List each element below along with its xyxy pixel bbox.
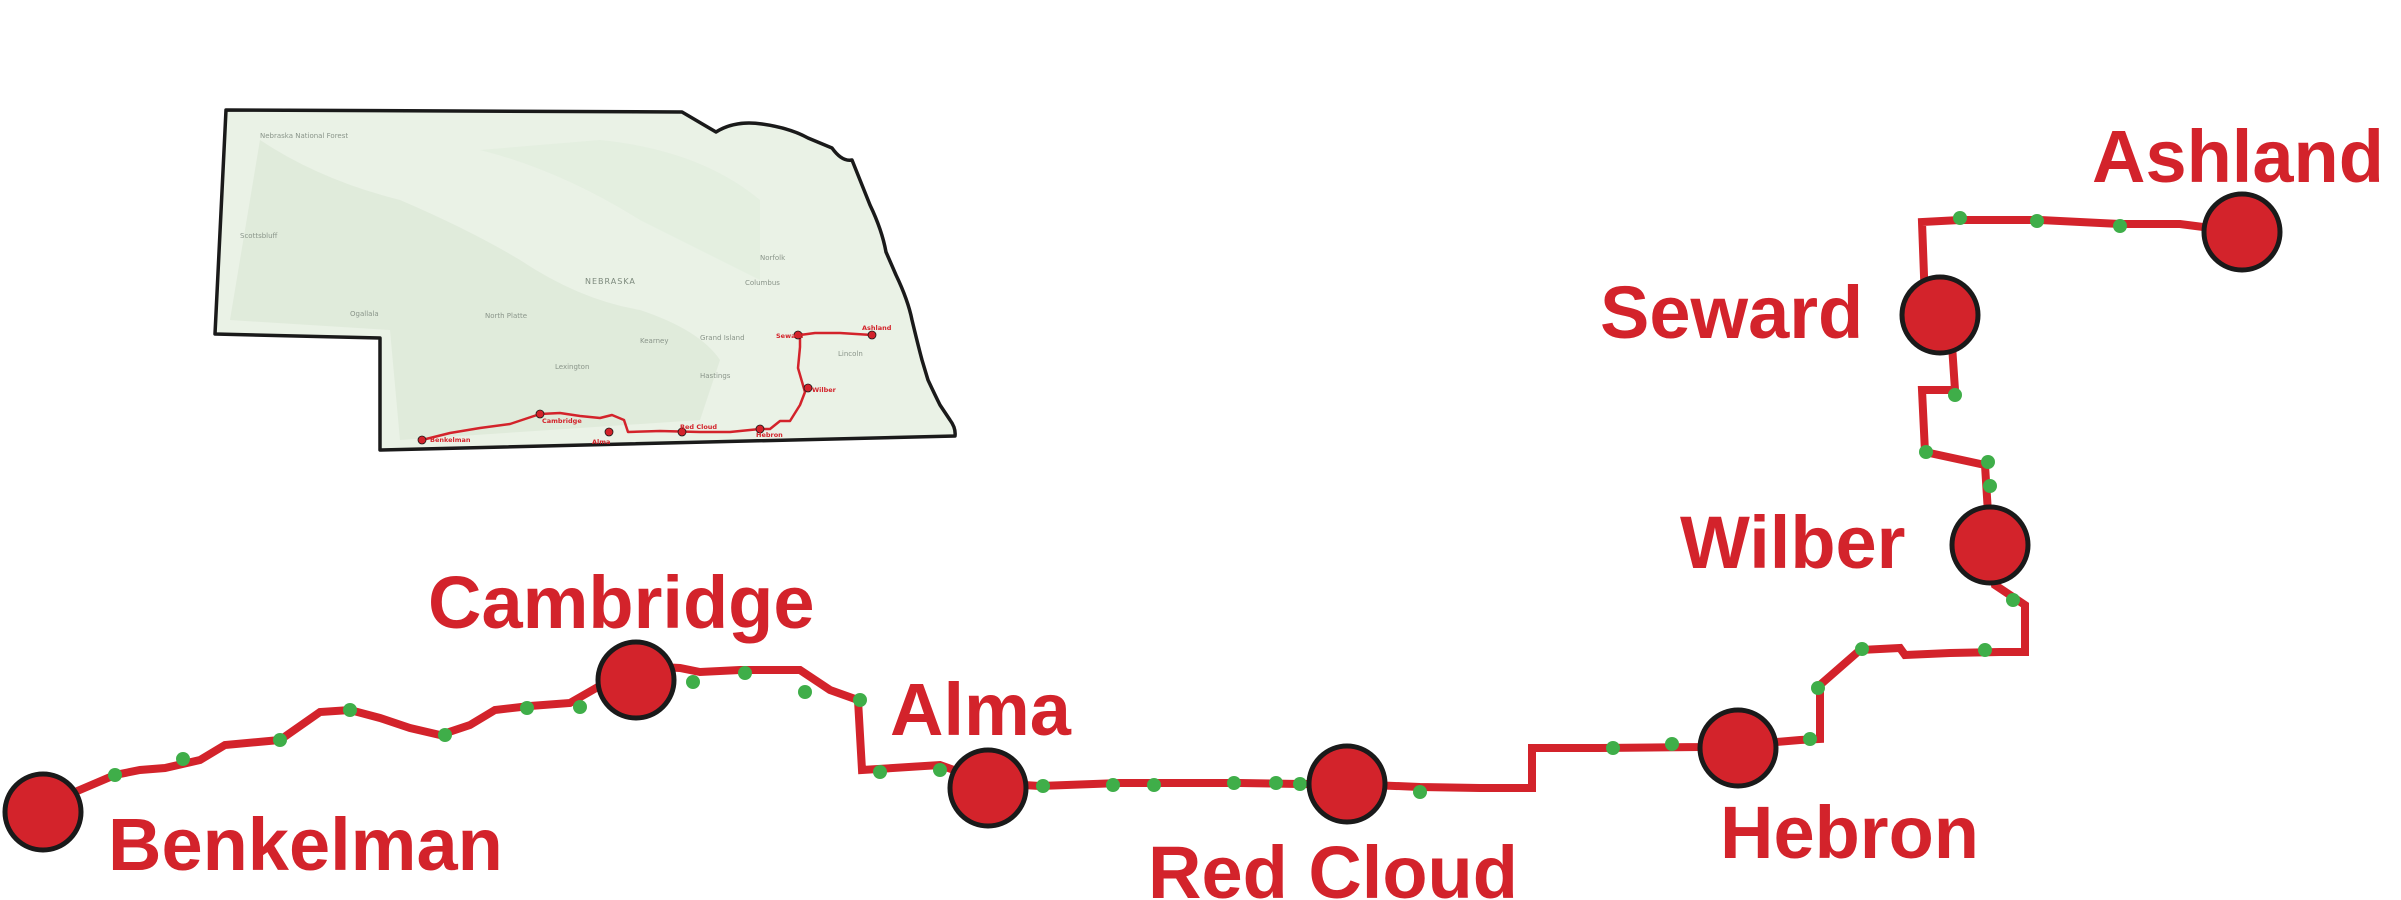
main-stop-dot	[273, 733, 287, 747]
main-stop-dot	[2113, 219, 2127, 233]
inset-city-label-cambridge: Cambridge	[542, 417, 582, 425]
main-stop-dot	[1269, 776, 1283, 790]
main-stop-dot	[1106, 778, 1120, 792]
inset-city-marker-hebron	[755, 424, 765, 434]
main-stop-dot	[438, 728, 452, 742]
main-stop-dot	[1978, 643, 1992, 657]
inset-city-marker-benkelman	[417, 435, 427, 445]
city-label-seward: Seward	[1600, 271, 1863, 354]
main-stop-dot	[1606, 741, 1620, 755]
inset-place-grand-island: Grand Island	[700, 334, 745, 342]
main-stop-dot	[1147, 778, 1161, 792]
main-stop-dot	[798, 685, 812, 699]
main-stop-dot	[2030, 214, 2044, 228]
inset-place-hastings: Hastings	[700, 372, 731, 380]
inset-city-label-ashland: Ashland	[862, 324, 892, 332]
inset-city-label-seward: Seward	[776, 332, 804, 340]
inset-city-marker-seward	[793, 330, 803, 340]
inset-place-columbus: Columbus	[745, 279, 780, 287]
main-stop-dot	[1227, 776, 1241, 790]
city-label-cambridge: Cambridge	[428, 561, 815, 644]
inset-city-label-hebron: Hebron	[756, 431, 783, 439]
city-marker-alma	[947, 747, 1029, 829]
inset-place-lexington: Lexington	[555, 363, 589, 371]
main-stop-dot	[1919, 445, 1933, 459]
city-marker-cambridge	[595, 639, 677, 721]
main-stop-dot	[573, 700, 587, 714]
main-stop-dot	[1803, 732, 1817, 746]
inset-route-stops	[417, 330, 877, 445]
inset-city-marker-red-cloud	[677, 427, 687, 437]
city-marker-wilber	[1949, 504, 2031, 586]
main-city-markers	[2, 191, 2283, 853]
main-stop-dot	[343, 703, 357, 717]
main-stop-dot	[933, 763, 947, 777]
inset-place-kearney: Kearney	[640, 337, 668, 345]
inset-place-norfolk: Norfolk	[760, 254, 786, 262]
main-stop-dot	[2006, 593, 2020, 607]
main-stop-dot	[1665, 737, 1679, 751]
inset-place-north-platte: North Platte	[485, 312, 527, 320]
inset-state-label: NEBRASKA	[585, 277, 636, 286]
city-marker-hebron	[1697, 707, 1779, 789]
city-marker-red-cloud	[1306, 743, 1388, 825]
inset-city-label-wilber: Wilber	[812, 386, 837, 394]
main-stop-dot	[1855, 642, 1869, 656]
main-stop-dot	[176, 752, 190, 766]
main-route-stops	[108, 211, 2127, 799]
main-stop-dot	[1953, 211, 1967, 225]
main-stop-dot	[1983, 479, 1997, 493]
inset-city-marker-cambridge	[535, 409, 545, 419]
city-marker-benkelman	[2, 771, 84, 853]
city-label-wilber: Wilber	[1680, 501, 1905, 584]
terrain-shading-2	[480, 140, 760, 280]
inset-city-marker-alma	[604, 427, 614, 437]
city-label-alma: Alma	[890, 668, 1072, 751]
inset-place-scottsbluff: Scottsbluff	[240, 232, 278, 240]
terrain-shading	[230, 140, 720, 440]
city-marker-seward	[1899, 274, 1981, 356]
inset-city-marker-ashland	[867, 330, 877, 340]
main-stop-dot	[738, 666, 752, 680]
inset-city-label-benkelman: Benkelman	[430, 436, 471, 444]
main-stop-dot	[520, 701, 534, 715]
main-stop-dot	[853, 693, 867, 707]
city-label-red-cloud: Red Cloud	[1148, 831, 1518, 900]
inset-city-marker-wilber	[803, 383, 813, 393]
main-stop-dot	[108, 768, 122, 782]
city-marker-ashland	[2201, 191, 2283, 273]
main-stop-dot	[1293, 777, 1307, 791]
city-label-benkelman: Benkelman	[108, 803, 503, 886]
main-stop-dot	[1413, 785, 1427, 799]
city-label-hebron: Hebron	[1720, 791, 1979, 874]
inset-place-lincoln: Lincoln	[838, 350, 863, 358]
main-stop-dot	[1811, 681, 1825, 695]
city-label-ashland: Ashland	[2092, 115, 2384, 198]
inset-place-nebraska-national-forest: Nebraska National Forest	[260, 132, 348, 140]
main-stop-dot	[1036, 779, 1050, 793]
inset-place-ogallala: Ogallala	[350, 310, 379, 318]
inset-city-label-alma: Alma	[592, 438, 610, 446]
inset-city-label-red-cloud: Red Cloud	[680, 423, 717, 431]
main-stop-dot	[686, 675, 700, 689]
main-stop-dot	[1981, 455, 1995, 469]
main-stop-dot	[1948, 388, 1962, 402]
main-stop-dot	[873, 765, 887, 779]
